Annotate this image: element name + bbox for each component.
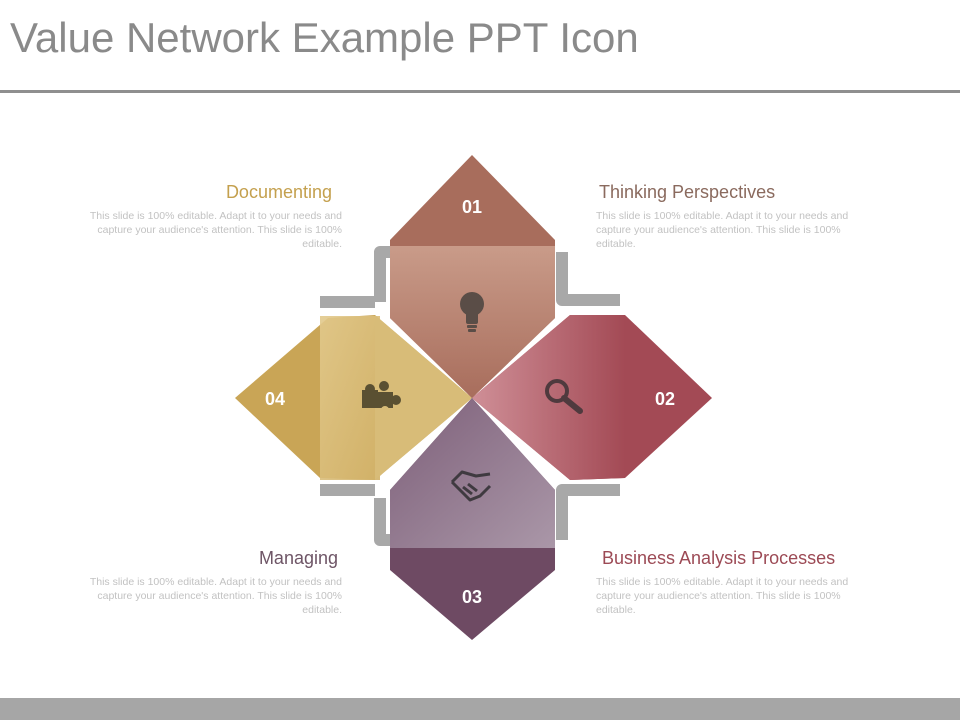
thinking-perspectives-description: This slide is 100% editable. Adapt it to…: [596, 210, 849, 250]
magnifier-icon: [545, 379, 583, 414]
documenting-block: Documenting This slide is 100% editable.…: [52, 182, 342, 251]
slide-title: Value Network Example PPT Icon: [10, 14, 639, 61]
business-analysis-block: Business Analysis Processes This slide i…: [596, 548, 896, 617]
segment-02-number: 02: [655, 389, 675, 409]
puzzle-icon: [362, 381, 401, 414]
handshake-icon: [450, 470, 492, 502]
title-underline: [0, 90, 960, 93]
thinking-perspectives-block: Thinking Perspectives This slide is 100%…: [596, 182, 886, 251]
documenting-heading: Documenting: [225, 182, 332, 202]
thinking-perspectives-heading: Thinking Perspectives: [599, 182, 776, 202]
managing-heading: Managing: [258, 548, 338, 568]
managing-description: This slide is 100% editable. Adapt it to…: [89, 576, 342, 616]
segment-01-number: 01: [462, 197, 482, 217]
documenting-description: This slide is 100% editable. Adapt it to…: [89, 210, 342, 250]
segment-03-number: 03: [462, 587, 482, 607]
segment-04-number: 04: [265, 389, 285, 409]
business-analysis-description: This slide is 100% editable. Adapt it to…: [596, 576, 849, 616]
lightbulb-icon: [460, 292, 484, 332]
business-analysis-heading: Business Analysis Processes: [602, 548, 836, 568]
footer-bar: [0, 698, 960, 720]
managing-block: Managing This slide is 100% editable. Ad…: [52, 548, 342, 617]
